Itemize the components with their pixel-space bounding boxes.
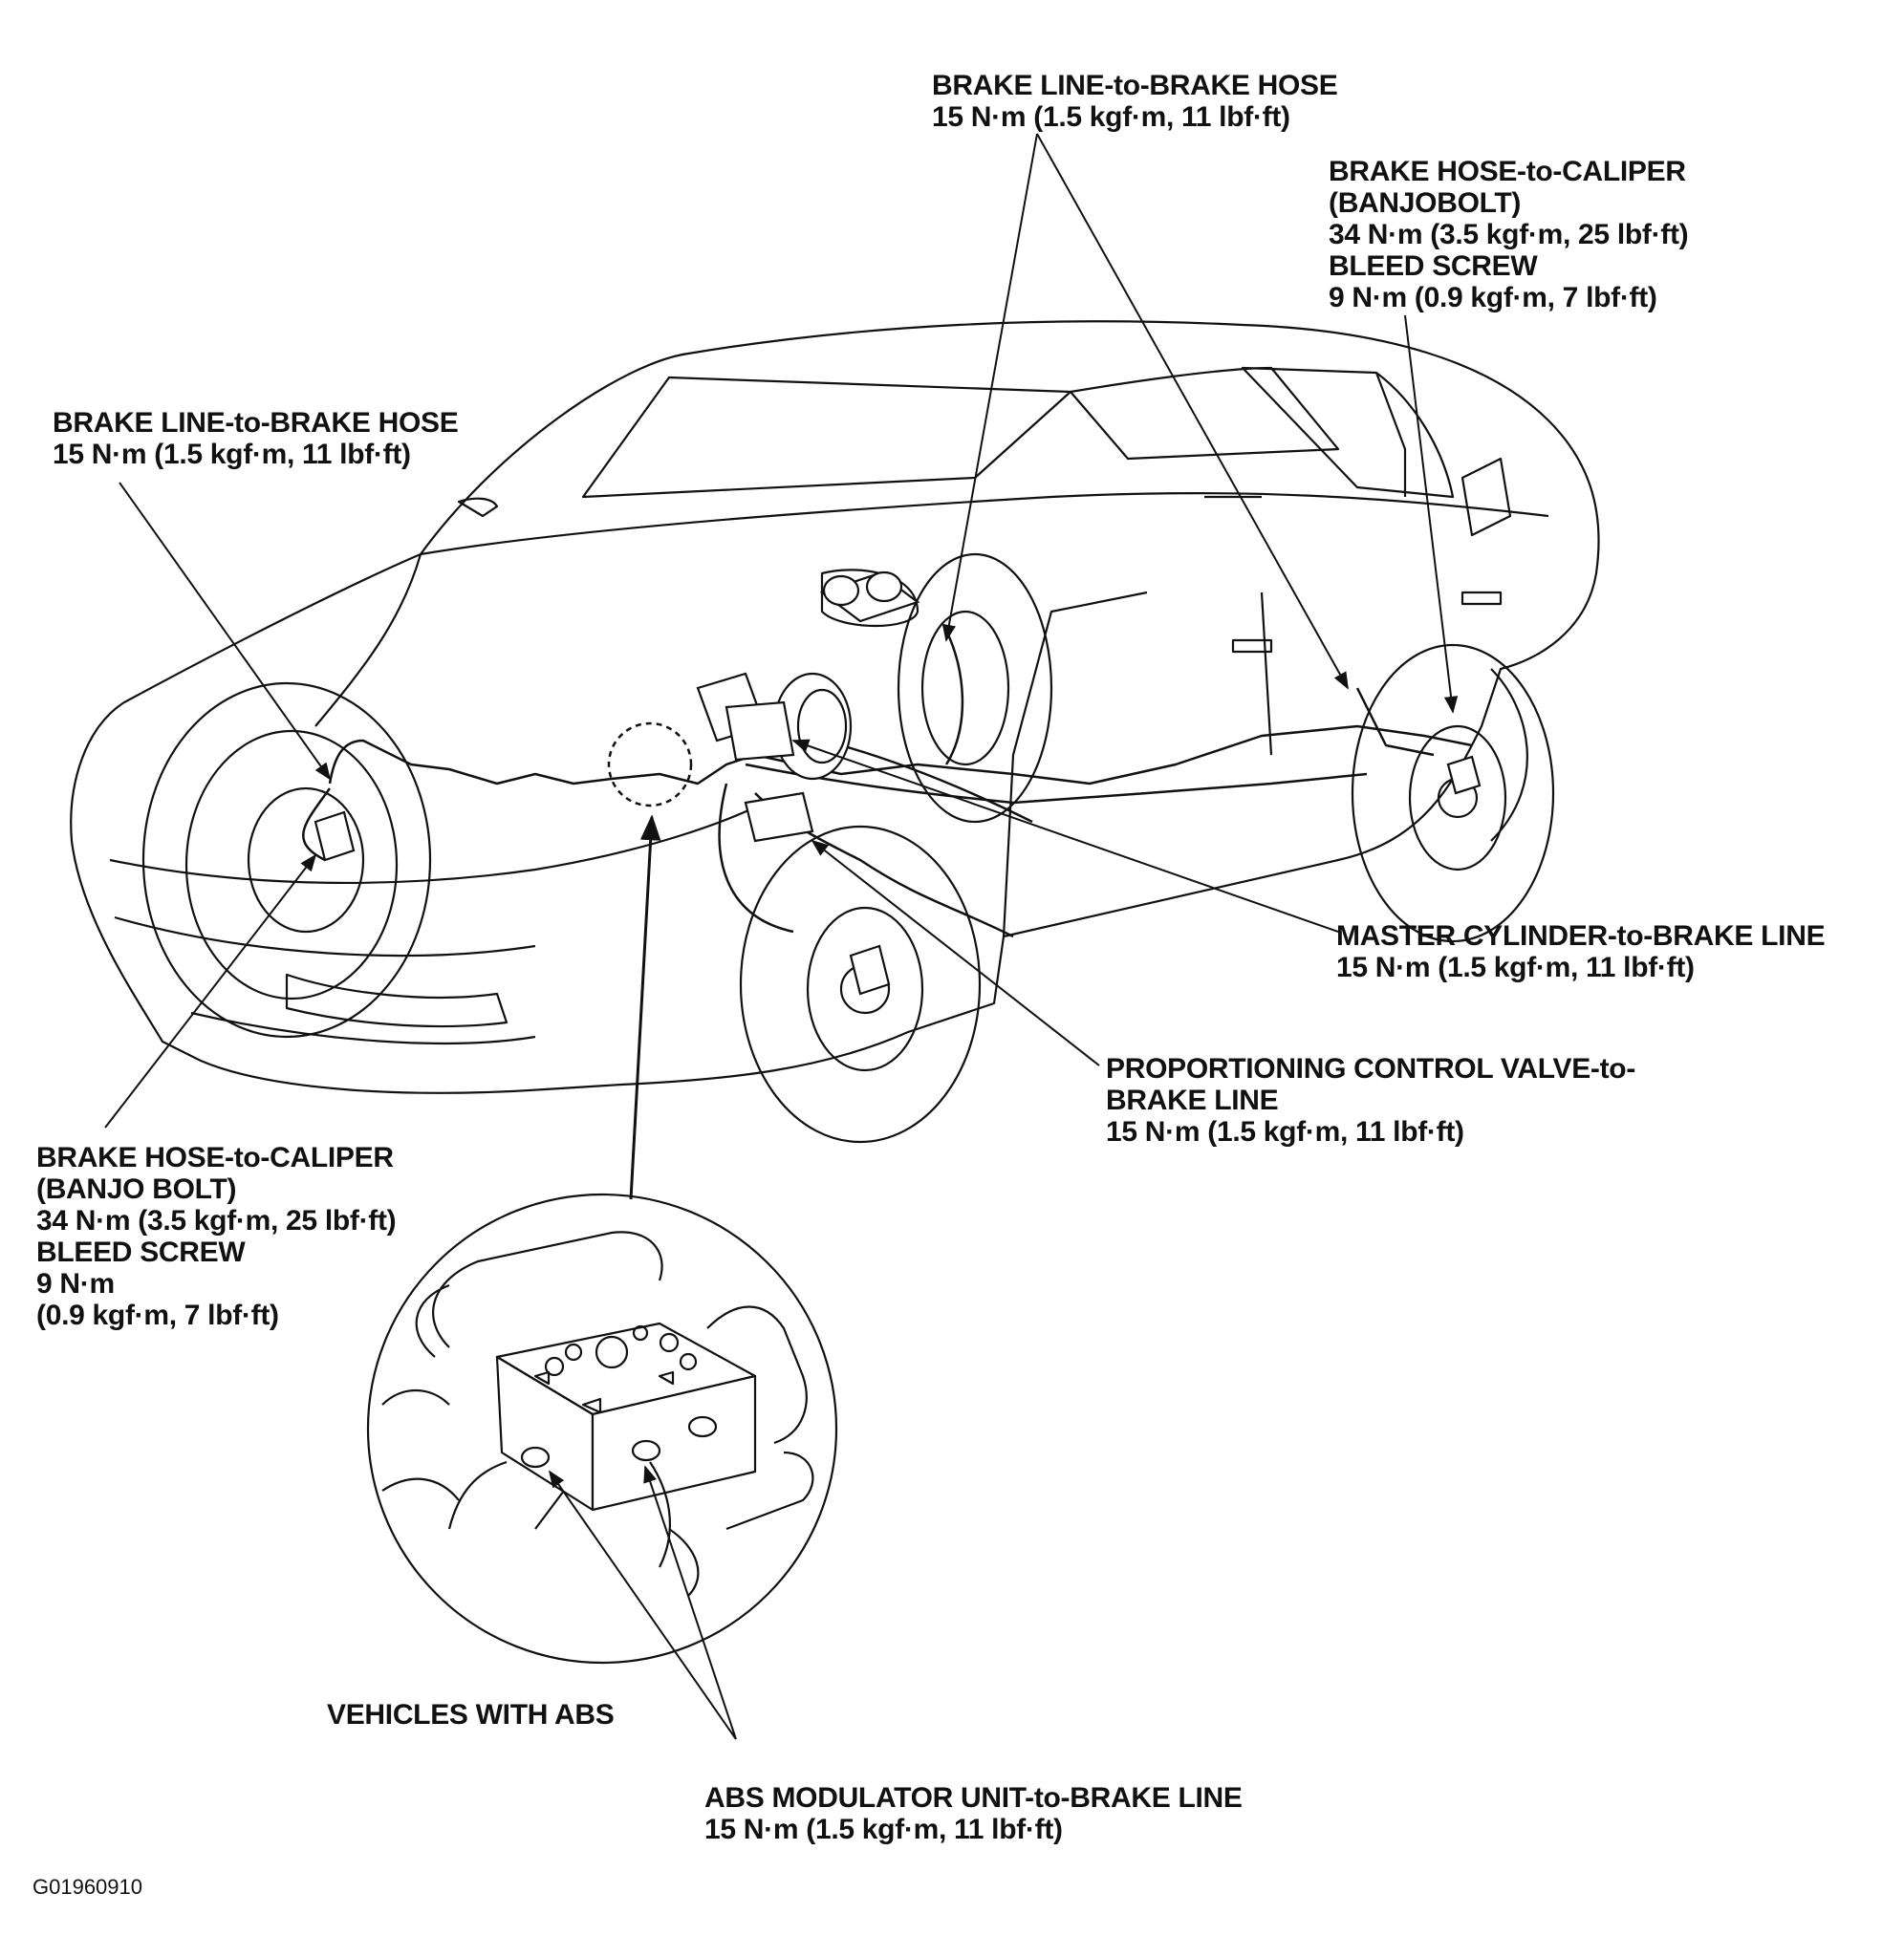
label-top-brake-line-to-hose: BRAKE LINE-to-BRAKE HOSE 15 N·m (1.5 kgf…: [932, 70, 1338, 133]
figure-code: G01960910: [32, 1875, 142, 1899]
label-vehicles-with-abs: VEHICLES WITH ABS: [327, 1699, 615, 1731]
label-front-brake-line-to-hose: BRAKE LINE-to-BRAKE HOSE 15 N·m (1.5 kgf…: [53, 407, 459, 470]
label-master-cylinder-to-brake-line: MASTER CYLINDER-to-BRAKE LINE 15 N·m (1.…: [1336, 920, 1826, 983]
label-abs-modulator-to-brake-line: ABS MODULATOR UNIT-to-BRAKE LINE 15 N·m …: [704, 1782, 1243, 1845]
master-cylinder-assembly: [314, 570, 1482, 996]
label-proportioning-control-valve: PROPORTIONING CONTROL VALVE-to- BRAKE LI…: [1106, 1053, 1636, 1148]
abs-modulator-inset: [366, 1193, 838, 1665]
label-front-brake-hose-to-caliper: BRAKE HOSE-to-CALIPER (BANJO BOLT) 34 N·…: [36, 1142, 397, 1331]
wheels: [141, 552, 1555, 1144]
leader-arrows: [104, 133, 1459, 1740]
car-body: [70, 320, 1600, 1094]
label-rear-brake-hose-to-caliper: BRAKE HOSE-to-CALIPER (BANJOBOLT) 34 N·m…: [1329, 156, 1689, 313]
brake-lines: [302, 630, 1473, 938]
abs-location-callout: [607, 721, 693, 807]
